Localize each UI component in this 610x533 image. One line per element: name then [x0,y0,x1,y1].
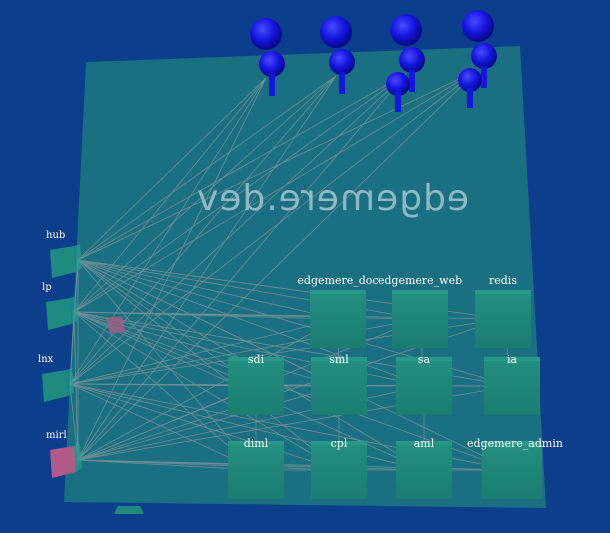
link-actor4-mirl [77,69,479,461]
link-actor4-lp [73,69,479,313]
link-actor4-lnx [69,69,479,385]
link-hub-sdi [77,259,257,387]
node-label-diml: diml [243,437,269,450]
link-actor3-lnx [69,73,407,385]
actor-actor4[interactable] [458,10,497,108]
node-ia[interactable] [484,357,540,415]
link-lnx-edgemere_doc [69,318,339,385]
link-hub-cpl [77,259,340,471]
actor-actor2[interactable] [320,16,355,94]
link-hub-edgemere_admin [77,259,513,471]
node-group [228,290,542,499]
side-node-lnx[interactable] [42,368,74,402]
link-lp-mirl [73,311,79,461]
side-node-lp[interactable] [46,296,78,330]
node-edgemere_admin[interactable] [482,441,542,499]
link-actor3-mirl [77,73,407,461]
link-actor4-hub [77,69,479,261]
link-mirl-cpl [77,459,340,471]
node-edgemere_web[interactable] [392,290,448,348]
link-actor1-mirl [77,77,267,461]
side-node-mirl[interactable] [50,444,82,478]
link-mirl-sml [77,385,340,461]
link-mirl-edgemere_doc [77,318,339,461]
link-actor3-lp [73,73,407,313]
node-label-sdi: sdi [247,353,265,366]
link-lnx-diml [69,383,257,471]
link-mirl-diml [77,459,257,471]
node-label-edgemere_admin: edgemere_admin [467,437,563,450]
link-lp-sdi [73,311,257,387]
link-lnx-cpl [69,383,340,471]
link-actor1-lnx [69,77,267,385]
node-label-ia: ia [506,353,518,366]
node-sa[interactable] [396,357,452,415]
node-label-cpl: cpl [330,437,348,450]
link-actor2-mirl [77,75,337,461]
node-aml[interactable] [396,441,452,499]
diagram-title: edgemere.dev [196,178,470,219]
link-actor2-lp [73,75,337,313]
node-diml[interactable] [228,441,284,499]
side-label-mirl: mirl [46,430,67,441]
node-label-edgemere_doc: edgemere_doc [297,274,379,287]
node-edgemere_doc[interactable] [310,290,366,348]
node-redis[interactable] [475,290,531,348]
actor-actor1[interactable] [250,18,285,96]
node-label-edgemere_web: edgemere_web [377,274,463,287]
side-node-group [42,244,82,478]
node-cpl[interactable] [311,441,367,499]
node-label-sa: sa [417,353,431,366]
side-label-lnx: lnx [38,354,54,365]
node-sdi[interactable] [228,357,284,415]
node-sml[interactable] [311,357,367,415]
node-label-sml: sml [329,353,349,366]
link-mirl-sdi [77,385,257,461]
actor-actor3[interactable] [386,14,425,112]
link-actor3-hub [77,73,407,261]
link-lp-diml [73,311,257,471]
link-actor1-lp [73,77,267,313]
link-actor2-hub [77,75,337,261]
side-label-hub: hub [46,230,66,241]
side-label-lp: lp [42,282,52,293]
side-node-hub[interactable] [50,244,82,278]
node-label-aml: aml [413,437,435,450]
actor-group [250,10,497,112]
bottom-marker [114,506,144,514]
node-label-redis: redis [489,274,517,287]
link-actor1-hub [77,77,267,261]
pink-marker [106,316,126,334]
link-lp-cpl [73,311,340,471]
